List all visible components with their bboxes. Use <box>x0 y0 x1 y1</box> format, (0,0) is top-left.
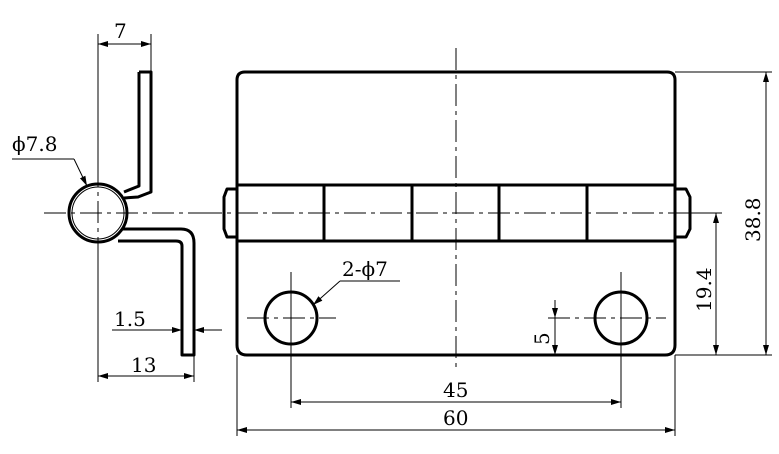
dim-holes-text: 2-ϕ7 <box>342 257 388 281</box>
dim-pin-leader <box>73 158 88 187</box>
side-view: 7 ϕ7.8 1.5 13 <box>12 19 222 382</box>
dim-38.8-text: 38.8 <box>741 197 765 242</box>
dim-pin-text: ϕ7.8 <box>12 132 57 156</box>
dim-60-text: 60 <box>443 406 468 430</box>
dim-13-text: 13 <box>131 353 156 377</box>
front-view: 2-ϕ7 45 60 5 19.4 38.8 <box>200 48 772 436</box>
dim-5-text: 5 <box>530 332 554 345</box>
dim-holes-leader <box>312 280 341 306</box>
side-lower-leaf <box>118 227 196 357</box>
dim-1.5-text: 1.5 <box>114 307 146 331</box>
dim-45-text: 45 <box>443 378 468 402</box>
dim-7-text: 7 <box>114 19 127 43</box>
front-plate-outline <box>235 70 677 357</box>
side-upper-leaf <box>123 70 153 200</box>
dim-19.4-text: 19.4 <box>692 267 716 312</box>
front-pin-cap-left <box>222 187 237 239</box>
